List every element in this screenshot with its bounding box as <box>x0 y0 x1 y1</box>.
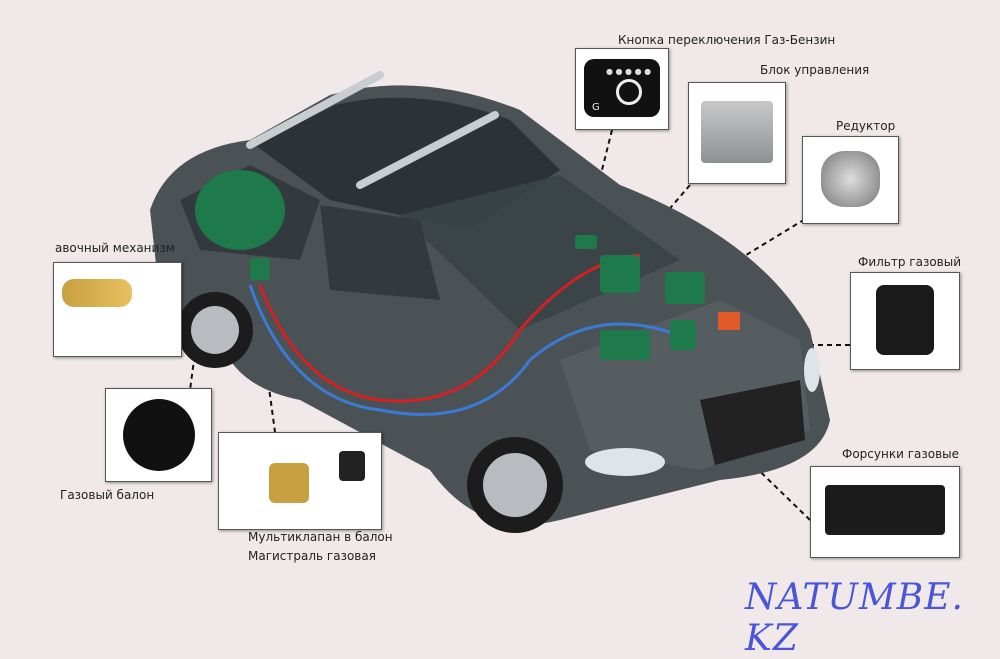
gas-line-blue <box>248 284 691 416</box>
reducer-image <box>802 136 899 224</box>
control-unit-image <box>688 82 786 184</box>
engine-part <box>718 312 740 330</box>
label-gas-line: Магистраль газовая <box>248 549 376 563</box>
label-gas-filter: Фильтр газовый <box>858 255 962 269</box>
label-multivalve: Мультиклапан в балон <box>248 530 393 544</box>
multivalve-image <box>218 432 382 530</box>
label-filling-mechanism: авочный механизм <box>55 241 175 255</box>
label-control-unit: Блок управления <box>760 63 870 77</box>
label-gas-injectors: Форсунки газовые <box>842 447 960 461</box>
car-illustration <box>119 71 850 533</box>
switch-image: ● ● ● ● ● G <box>575 48 669 130</box>
label-switch: Кнопка переключения Газ-Бензин <box>618 33 836 47</box>
label-gas-tank: Газовый балон <box>60 488 155 502</box>
gas-line-red <box>258 253 641 403</box>
installed-components <box>195 170 705 360</box>
label-reducer: Редуктор <box>836 119 896 133</box>
gas-injectors-image <box>810 466 960 558</box>
watermark: NATUMBE. KZ <box>745 577 964 659</box>
gas-tank-image <box>105 388 212 482</box>
gas-filter-image <box>850 272 960 370</box>
switch-letter: G <box>592 102 600 113</box>
filling-mechanism-image <box>53 262 182 357</box>
